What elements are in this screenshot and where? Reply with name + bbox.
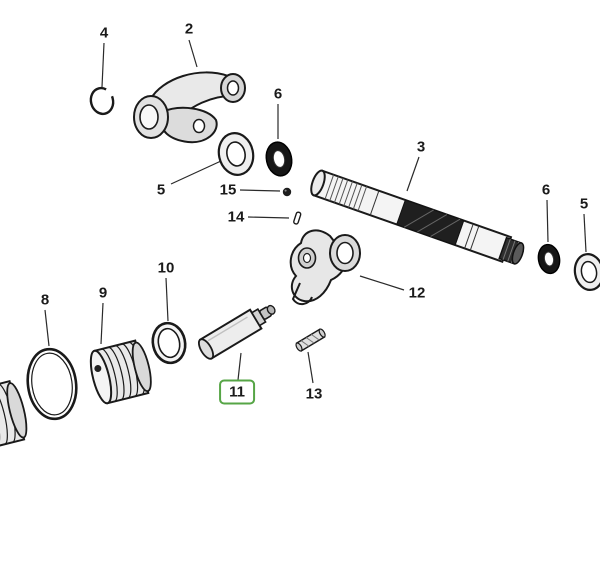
callout-12[interactable]: 12 (408, 284, 426, 302)
part-15-ball-drawing (282, 187, 292, 197)
part-10-ring-drawing (151, 321, 187, 365)
callout-6-left[interactable]: 6 (273, 85, 283, 103)
callout-6-right[interactable]: 6 (541, 181, 551, 199)
part-4-circlip-drawing (89, 86, 115, 116)
callout-11-selected[interactable]: 11 (219, 379, 255, 405)
part-5-left-washer-drawing (217, 132, 255, 176)
callout-13[interactable]: 13 (305, 385, 323, 403)
callout-2[interactable]: 2 (184, 20, 194, 38)
part-2-lever-drawing (133, 71, 246, 144)
callout-10[interactable]: 10 (157, 259, 175, 277)
part-3-shaft-drawing (310, 169, 525, 265)
part-5-right-washer-drawing (573, 253, 600, 291)
edge-partial-piston-drawing (0, 380, 28, 451)
part-11-pushrod-drawing (197, 304, 276, 360)
part-8-oring-drawing (26, 347, 78, 421)
part-13-pin-drawing (295, 328, 326, 352)
callout-9[interactable]: 9 (98, 284, 108, 302)
callout-4[interactable]: 4 (99, 24, 109, 42)
leader-lines (44, 39, 587, 384)
callout-5-left[interactable]: 5 (156, 181, 166, 199)
part-12-arm-drawing (289, 229, 361, 305)
callout-14[interactable]: 14 (227, 208, 245, 226)
part-9-piston-drawing (89, 339, 152, 405)
callout-5-right[interactable]: 5 (579, 195, 589, 213)
callout-3[interactable]: 3 (416, 138, 426, 156)
callout-15[interactable]: 15 (219, 181, 237, 199)
callout-8[interactable]: 8 (40, 291, 50, 309)
part-6-right-seal-drawing (537, 243, 561, 275)
part-14-pin-drawing (293, 211, 302, 225)
part-6-left-seal-drawing (265, 141, 293, 177)
